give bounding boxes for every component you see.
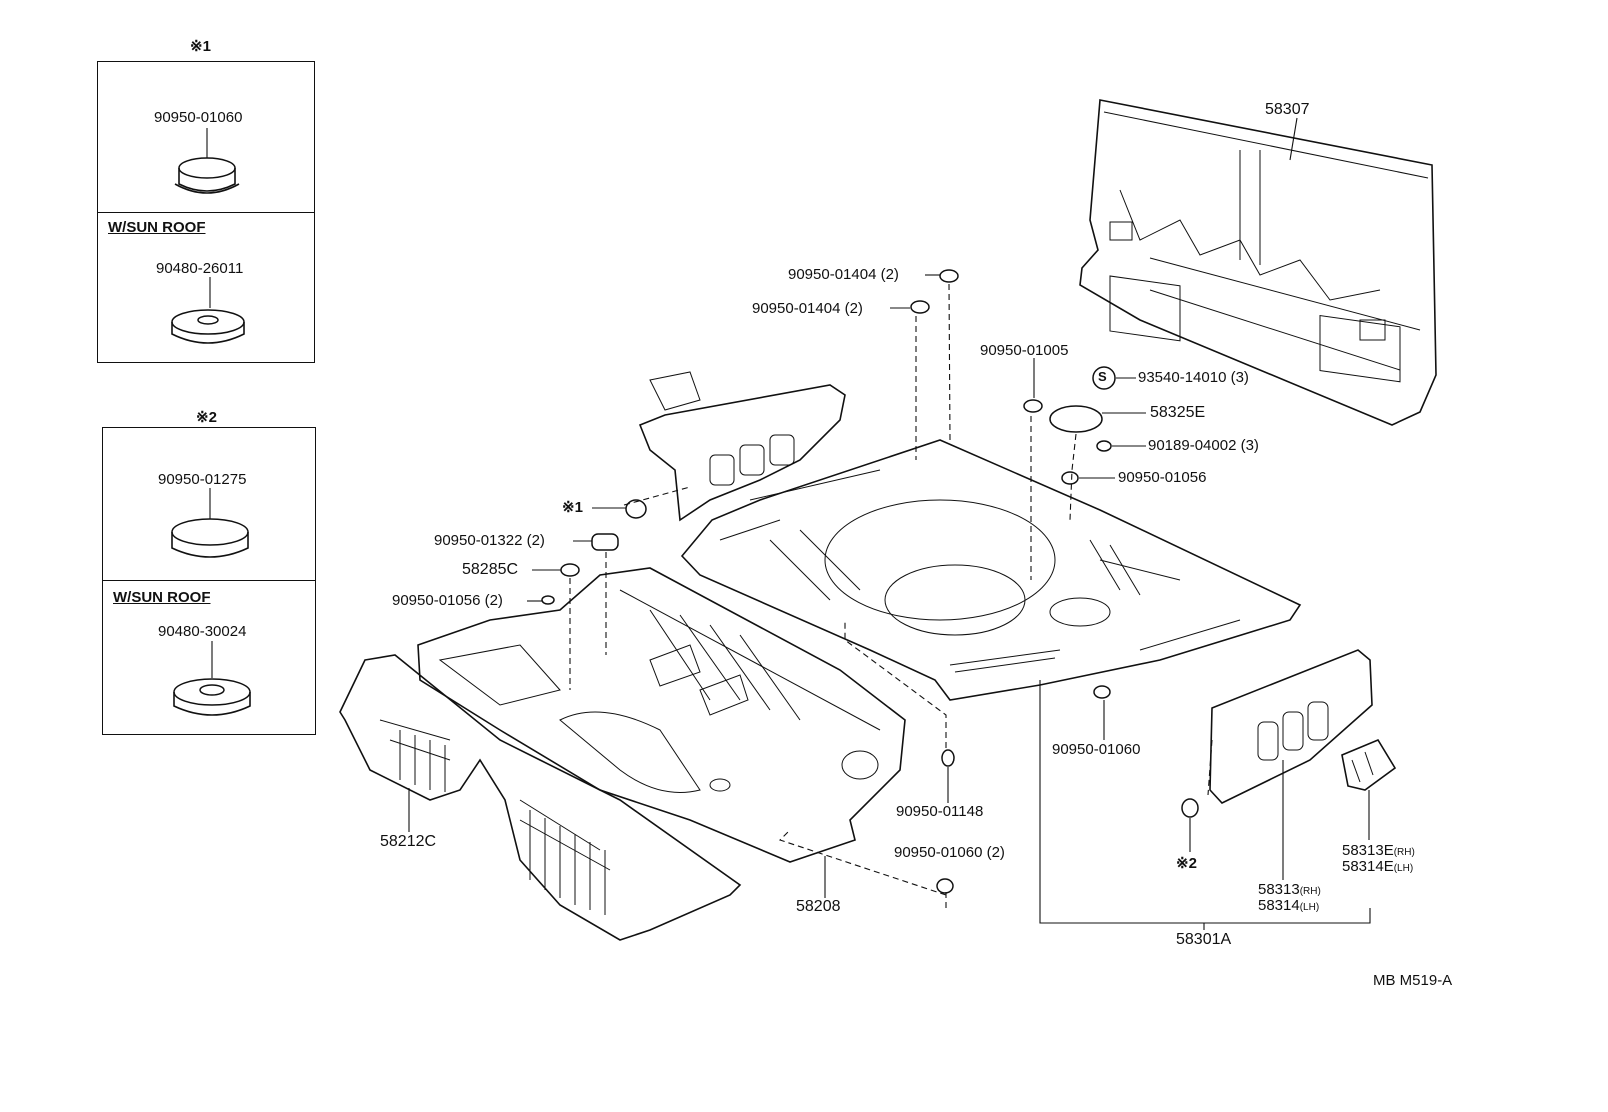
label-93540-14010[interactable]: 93540-14010 (3) bbox=[1138, 369, 1249, 386]
label-58314e-no: 58314E bbox=[1342, 858, 1394, 875]
plug-90950-01060-b[interactable] bbox=[936, 878, 954, 894]
label-58313-no: 58313 bbox=[1258, 881, 1300, 898]
inset-1-part-no[interactable]: 90950-01060 bbox=[154, 109, 243, 126]
label-90950-01322[interactable]: 90950-01322 (2) bbox=[434, 532, 545, 549]
label-58313e-no: 58313E bbox=[1342, 842, 1394, 859]
plug-58285c[interactable] bbox=[560, 563, 580, 577]
plug-ref1[interactable] bbox=[625, 499, 647, 519]
inset-2-part-no[interactable]: 90950-01275 bbox=[158, 471, 247, 488]
plug-90950-01404-a[interactable] bbox=[939, 269, 959, 283]
s-mark-icon bbox=[1092, 366, 1116, 390]
inset-2-divider bbox=[103, 580, 315, 581]
label-58325e[interactable]: 58325E bbox=[1150, 404, 1206, 421]
label-90950-01056-b[interactable]: 90950-01056 (2) bbox=[392, 592, 503, 609]
plug-ref2[interactable] bbox=[1181, 798, 1199, 818]
label-90950-01005[interactable]: 90950-01005 bbox=[980, 342, 1069, 359]
inset-1-divider bbox=[98, 212, 314, 213]
label-58313[interactable]: 58313(RH) bbox=[1258, 882, 1321, 897]
quarter-panel-left[interactable] bbox=[638, 371, 846, 522]
inset-1-box bbox=[97, 61, 315, 363]
label-58212c[interactable]: 58212C bbox=[380, 833, 437, 850]
label-90950-01148[interactable]: 90950-01148 bbox=[896, 803, 984, 820]
quarter-panel-right[interactable] bbox=[1209, 649, 1373, 804]
inset-2-variant-label: W/SUN ROOF bbox=[113, 589, 211, 606]
inset-1-ref: ※1 bbox=[190, 38, 211, 55]
plug-90950-01060-a[interactable] bbox=[1093, 685, 1111, 699]
label-58313e-side: (RH) bbox=[1393, 847, 1415, 858]
back-panel-58307[interactable] bbox=[1079, 99, 1437, 426]
bracket-58313e[interactable] bbox=[1341, 738, 1397, 791]
label-ref1[interactable]: ※1 bbox=[562, 499, 583, 516]
label-90189-04002[interactable]: 90189-04002 (3) bbox=[1148, 437, 1259, 454]
label-ref2[interactable]: ※2 bbox=[1176, 855, 1197, 872]
label-90950-01060-a[interactable]: 90950-01060 bbox=[1052, 741, 1141, 758]
inset-2-variant-drawing bbox=[173, 641, 251, 716]
inset-1-variant-part-no[interactable]: 90480-26011 bbox=[156, 260, 244, 277]
label-58313e[interactable]: 58313E(RH) bbox=[1342, 843, 1415, 858]
label-58314e-side: (LH) bbox=[1393, 863, 1414, 874]
label-90950-01404-b[interactable]: 90950-01404 (2) bbox=[752, 300, 863, 317]
label-90950-01056-a[interactable]: 90950-01056 bbox=[1118, 469, 1207, 486]
drawing-id: MB M519-A bbox=[1373, 972, 1453, 989]
label-58301a[interactable]: 58301A bbox=[1176, 931, 1232, 948]
label-58314-no: 58314 bbox=[1258, 897, 1300, 914]
inset-1-variant-drawing bbox=[171, 277, 245, 344]
label-58208[interactable]: 58208 bbox=[796, 898, 841, 915]
label-58285c[interactable]: 58285C bbox=[462, 561, 519, 578]
label-58314-side: (LH) bbox=[1299, 902, 1320, 913]
inset-2-plug-drawing bbox=[171, 488, 249, 558]
label-90950-01060-b[interactable]: 90950-01060 (2) bbox=[894, 844, 1005, 861]
label-58314e[interactable]: 58314E(LH) bbox=[1342, 859, 1413, 874]
label-58313-side: (RH) bbox=[1299, 886, 1321, 897]
cover-58325e[interactable] bbox=[1049, 405, 1103, 433]
inset-2-box bbox=[102, 427, 316, 735]
label-58307[interactable]: 58307 bbox=[1265, 101, 1310, 118]
label-58314[interactable]: 58314(LH) bbox=[1258, 898, 1319, 913]
inset-2-variant-part-no[interactable]: 90480-30024 bbox=[158, 623, 247, 640]
plug-90950-01056-a[interactable] bbox=[1061, 471, 1079, 485]
side-member-58212c[interactable] bbox=[339, 654, 742, 941]
clip-90950-01148[interactable] bbox=[941, 749, 955, 767]
label-90950-01404-a[interactable]: 90950-01404 (2) bbox=[788, 266, 899, 283]
s-mark-label: S bbox=[1098, 369, 1107, 384]
inset-1-variant-label: W/SUN ROOF bbox=[108, 219, 206, 236]
rear-floor-pan[interactable] bbox=[680, 439, 1302, 701]
plug-90950-01056-b[interactable] bbox=[541, 595, 555, 605]
inset-2-ref: ※2 bbox=[196, 409, 217, 426]
plug-90950-01005[interactable] bbox=[1023, 399, 1043, 413]
front-floor-58208[interactable] bbox=[417, 567, 906, 863]
plug-90950-01404-b[interactable] bbox=[910, 300, 930, 314]
inset-1-plug-drawing bbox=[174, 128, 240, 194]
bolt-90189-04002[interactable] bbox=[1096, 440, 1112, 452]
plug-90950-01322[interactable] bbox=[591, 533, 619, 551]
